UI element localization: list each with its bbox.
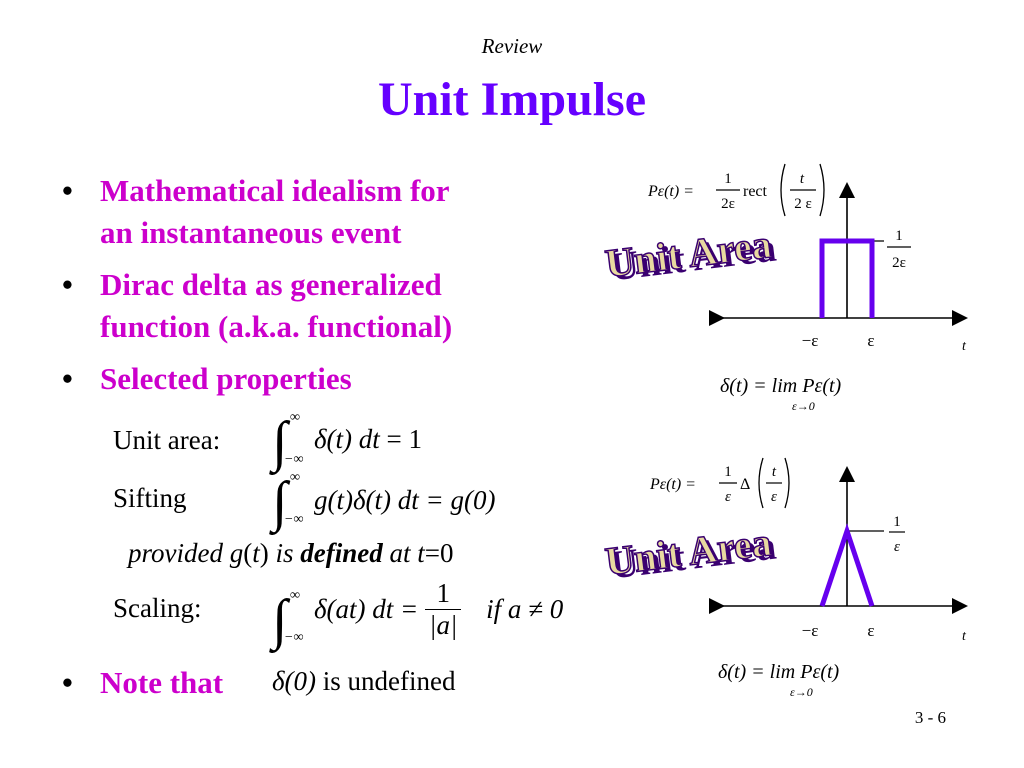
provided-part: g xyxy=(229,538,244,568)
note-expression: δ(0) is undefined xyxy=(272,666,456,697)
tri-arg-den: ε xyxy=(771,489,777,505)
tri-formula-num: 1 xyxy=(724,464,732,480)
bullet-dot: • xyxy=(62,267,73,302)
rect-formula-fn: rect xyxy=(743,183,768,200)
sifting-lhs: g(t)δ(t) dt xyxy=(314,485,419,515)
note-delta: δ(0) xyxy=(272,666,317,696)
integral-sign: ∫ xyxy=(272,411,288,473)
provided-text: provided g(t) is defined at t=0 xyxy=(128,538,454,569)
integral-upper: ∞ xyxy=(290,470,300,485)
bullet-dot: • xyxy=(62,361,73,396)
bullet-1-line1: Mathematical idealism for xyxy=(100,173,450,208)
provided-part: provided xyxy=(128,538,230,568)
triangle-plot: Pε(t) = 1 ε Δ t ε 1 ε −ε ε t δ(t) = lim … xyxy=(602,457,968,699)
rect-formula-num: 1 xyxy=(724,171,732,187)
scaling-equation: δ(at) dt = 1 |a| if a ≠ 0 xyxy=(314,578,563,641)
rect-limit: δ(t) = lim Pε(t) xyxy=(720,375,842,397)
tri-height-den: ε xyxy=(894,539,900,555)
provided-part: =0 xyxy=(424,538,454,568)
integral-upper: ∞ xyxy=(290,410,300,425)
tri-formula-den: ε xyxy=(725,489,731,505)
tri-tick-left: −ε xyxy=(802,621,819,640)
integral-lower: −∞ xyxy=(284,512,304,527)
unit-area-rhs: = 1 xyxy=(386,424,423,454)
integral-lower: −∞ xyxy=(284,452,304,467)
scaling-label: Scaling: xyxy=(113,593,202,623)
bullet-dot: • xyxy=(62,665,73,700)
scaling-lhs: δ(at) dt = xyxy=(314,594,419,624)
rect-arg-den: 2 ε xyxy=(794,196,812,212)
provided-part: at xyxy=(382,538,418,568)
provided-part: ) xyxy=(259,538,276,568)
provided-part: t xyxy=(252,538,260,568)
provided-defined: defined xyxy=(300,538,383,568)
rect-height-den: 2ε xyxy=(892,255,906,271)
integral-sign: ∫ xyxy=(272,471,288,533)
tri-limit: δ(t) = lim Pε(t) xyxy=(718,661,840,683)
provided-part: ( xyxy=(243,538,253,568)
unit-area-stamp: Unit Area Unit Area xyxy=(602,518,778,587)
rect-height-num: 1 xyxy=(895,228,903,244)
unit-area-equation: δ(t) dt = 1 xyxy=(314,424,422,455)
tri-arg-num: t xyxy=(772,464,777,480)
tri-limit-sub: ε→0 xyxy=(790,685,813,699)
sifting-label: Sifting xyxy=(113,483,187,513)
page-number: 3 - 6 xyxy=(914,708,946,727)
tri-pulse xyxy=(819,523,875,607)
slide-title: Unit Impulse xyxy=(377,73,647,126)
integral-sign: ∫ xyxy=(272,589,288,651)
rect-pulse xyxy=(819,238,875,318)
provided-part: t xyxy=(417,538,425,568)
integral-upper: ∞ xyxy=(290,588,300,603)
impulse-plots: Pε(t) = 1 2ε rect t 2 ε 1 2ε −ε ε t δ(t)… xyxy=(602,163,968,699)
integral-lower: −∞ xyxy=(284,630,304,645)
scaling-fraction: 1 |a| xyxy=(425,578,462,641)
bullet-3-line1: Selected properties xyxy=(100,361,352,396)
tri-axis-label: t xyxy=(962,629,967,644)
rect-formula-den: 2ε xyxy=(721,196,735,212)
provided-part: is xyxy=(275,538,301,568)
bullet-dot: • xyxy=(62,173,73,208)
scaling-den: |a| xyxy=(429,610,458,640)
note-label: Note that xyxy=(100,665,224,700)
unit-area-stamp: Unit Area Unit Area xyxy=(602,220,778,289)
tri-height-num: 1 xyxy=(893,514,901,530)
note-rest: is undefined xyxy=(322,666,456,696)
review-label: Review xyxy=(481,34,543,58)
rect-plot: Pε(t) = 1 2ε rect t 2 ε 1 2ε −ε ε t δ(t)… xyxy=(602,163,968,413)
sifting-equation: g(t)δ(t) dt = g(0) xyxy=(314,485,495,516)
tri-formula-lhs: Pε(t) = xyxy=(649,476,696,493)
scaling-num: 1 xyxy=(425,578,462,610)
rect-formula-lhs: Pε(t) = xyxy=(647,183,694,200)
scaling-cond: if a ≠ 0 xyxy=(486,594,564,624)
bullet-2-line1: Dirac delta as generalized xyxy=(100,267,442,302)
tri-tick-right: ε xyxy=(867,621,874,640)
rect-arg-num: t xyxy=(800,171,805,187)
tri-formula-fn: Δ xyxy=(740,476,750,493)
rect-axis-label: t xyxy=(962,339,967,354)
rect-tick-right: ε xyxy=(867,331,874,350)
rect-tick-left: −ε xyxy=(802,331,819,350)
sifting-rhs: = g(0) xyxy=(425,485,496,515)
unit-area-lhs: δ(t) dt xyxy=(314,424,380,454)
bullet-2-line2: function (a.k.a. functional) xyxy=(100,309,453,344)
rect-limit-sub: ε→0 xyxy=(792,399,815,413)
bullet-1-line2: an instantaneous event xyxy=(100,215,402,250)
unit-area-label: Unit area: xyxy=(113,425,221,455)
